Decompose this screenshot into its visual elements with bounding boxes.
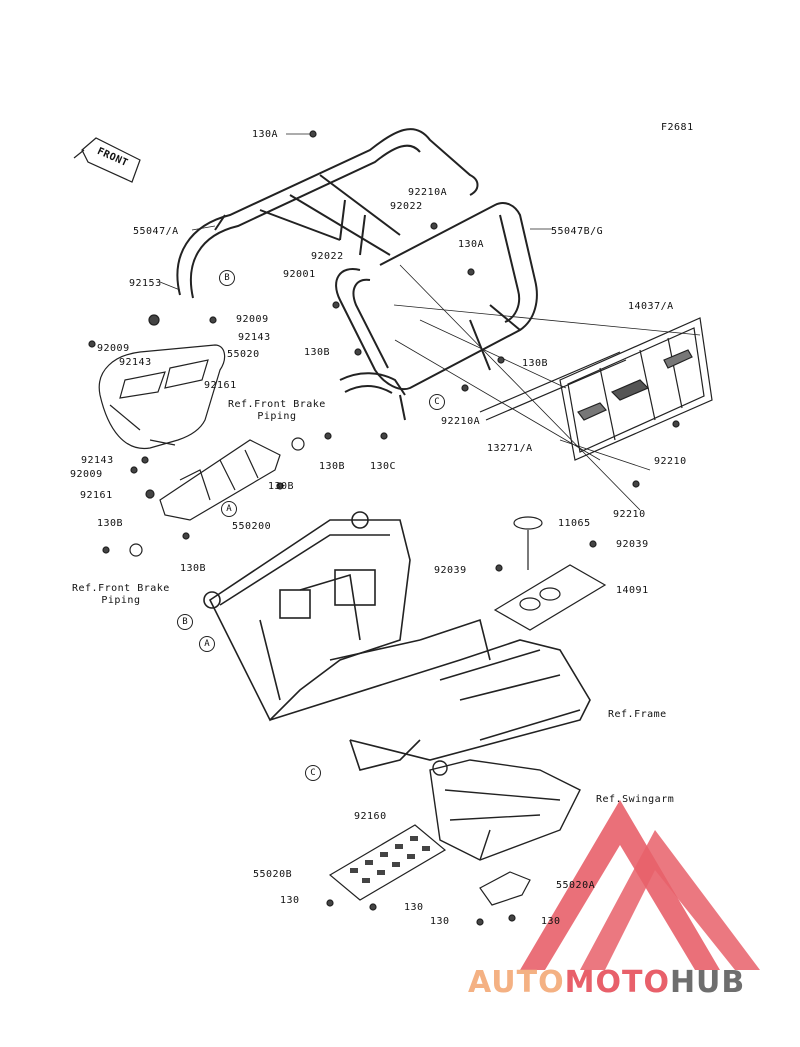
part-label-p92009-a: 92009 <box>236 314 269 325</box>
reference-ref-frame: Ref.Frame <box>608 709 667 720</box>
part-label-p130B-f: 130B <box>180 563 207 574</box>
front-cover <box>98 344 226 450</box>
callout-circle-a-mid: A <box>221 501 237 517</box>
part-label-p92143-b: 92143 <box>119 357 152 368</box>
reference-ref-swingarm: Ref.Swingarm <box>596 794 675 805</box>
part-label-p130-d: 130 <box>541 916 561 927</box>
part-label-p92009-c: 92009 <box>70 469 103 480</box>
part-label-p14037A: 14037/A <box>628 301 674 312</box>
callout-circle-b-top: B <box>219 270 235 286</box>
callout-circle-c-frame: C <box>305 765 321 781</box>
reference-ref-front-brake-1: Ref.Front Brake Piping <box>228 399 326 422</box>
part-label-p92210A-mid: 92210A <box>441 416 481 427</box>
part-label-p14091: 14091 <box>616 585 649 596</box>
part-label-p55047A: 55047/A <box>133 226 179 237</box>
figure-code: F2681 <box>661 122 694 133</box>
part-label-p92039-a: 92039 <box>616 539 649 550</box>
part-label-p130B-e: 130B <box>97 518 124 529</box>
part-label-p92161-a: 92161 <box>204 380 237 391</box>
front-arrow-icon <box>73 137 141 183</box>
part-label-p92022-top: 92022 <box>390 201 423 212</box>
part-label-p92001: 92001 <box>283 269 316 280</box>
small-guard <box>479 871 531 906</box>
callout-circle-c-top: C <box>429 394 445 410</box>
part-label-p13271A: 13271/A <box>487 443 533 454</box>
part-label-p130-c: 130 <box>430 916 450 927</box>
seat-base <box>493 516 607 631</box>
bolt-icons <box>88 130 680 926</box>
part-label-p55020A: 55020A <box>556 880 596 891</box>
part-label-p130A-mid: 130A <box>458 239 485 250</box>
rack-panel <box>479 317 713 461</box>
leader-lines <box>159 133 701 511</box>
roll-bar-frame <box>176 128 538 421</box>
part-label-p130A-top: 130A <box>252 129 279 140</box>
part-label-p130C: 130C <box>370 461 397 472</box>
part-label-p130B-d: 130B <box>268 481 295 492</box>
watermark-part-moto: MOTO <box>564 965 670 1000</box>
skid-plate <box>328 824 447 901</box>
part-label-p550200: 550200 <box>232 521 272 532</box>
part-label-p130-a: 130 <box>280 895 300 906</box>
part-label-p11065: 11065 <box>558 518 591 529</box>
part-label-p92039-b: 92039 <box>434 565 467 576</box>
part-label-p55020: 55020 <box>227 349 260 360</box>
part-label-p92143-c: 92143 <box>81 455 114 466</box>
part-label-p92160: 92160 <box>354 811 387 822</box>
main-frame <box>203 511 591 771</box>
part-label-p130B-c: 130B <box>319 461 346 472</box>
front-bracket <box>129 437 305 557</box>
callout-circle-a-frame: A <box>199 636 215 652</box>
watermark-part-hub: HUB <box>669 965 746 1000</box>
part-label-p92210A-top: 92210A <box>408 187 448 198</box>
watermark-triangle-icon <box>520 800 760 970</box>
part-label-p130B-a: 130B <box>304 347 331 358</box>
part-label-p92161-b: 92161 <box>80 490 113 501</box>
watermark-part-auto: AUTO <box>468 965 565 1000</box>
part-label-p55047BG: 55047B/G <box>551 226 604 237</box>
part-label-p130B-b: 130B <box>522 358 549 369</box>
part-label-p92009-b: 92009 <box>97 343 130 354</box>
callout-circle-b-frame: B <box>177 614 193 630</box>
part-label-p130-b: 130 <box>404 902 424 913</box>
swingarm <box>429 759 581 861</box>
part-label-p92022-mid: 92022 <box>311 251 344 262</box>
part-label-p92210-a: 92210 <box>654 456 687 467</box>
part-label-p92210-b: 92210 <box>613 509 646 520</box>
part-label-p92153: 92153 <box>129 278 162 289</box>
part-label-p55020B: 55020B <box>253 869 293 880</box>
watermark-logo: AUTOMOTOHUB <box>468 965 745 1000</box>
part-label-p92143-a: 92143 <box>238 332 271 343</box>
reference-ref-front-brake-2: Ref.Front Brake Piping <box>72 583 170 606</box>
